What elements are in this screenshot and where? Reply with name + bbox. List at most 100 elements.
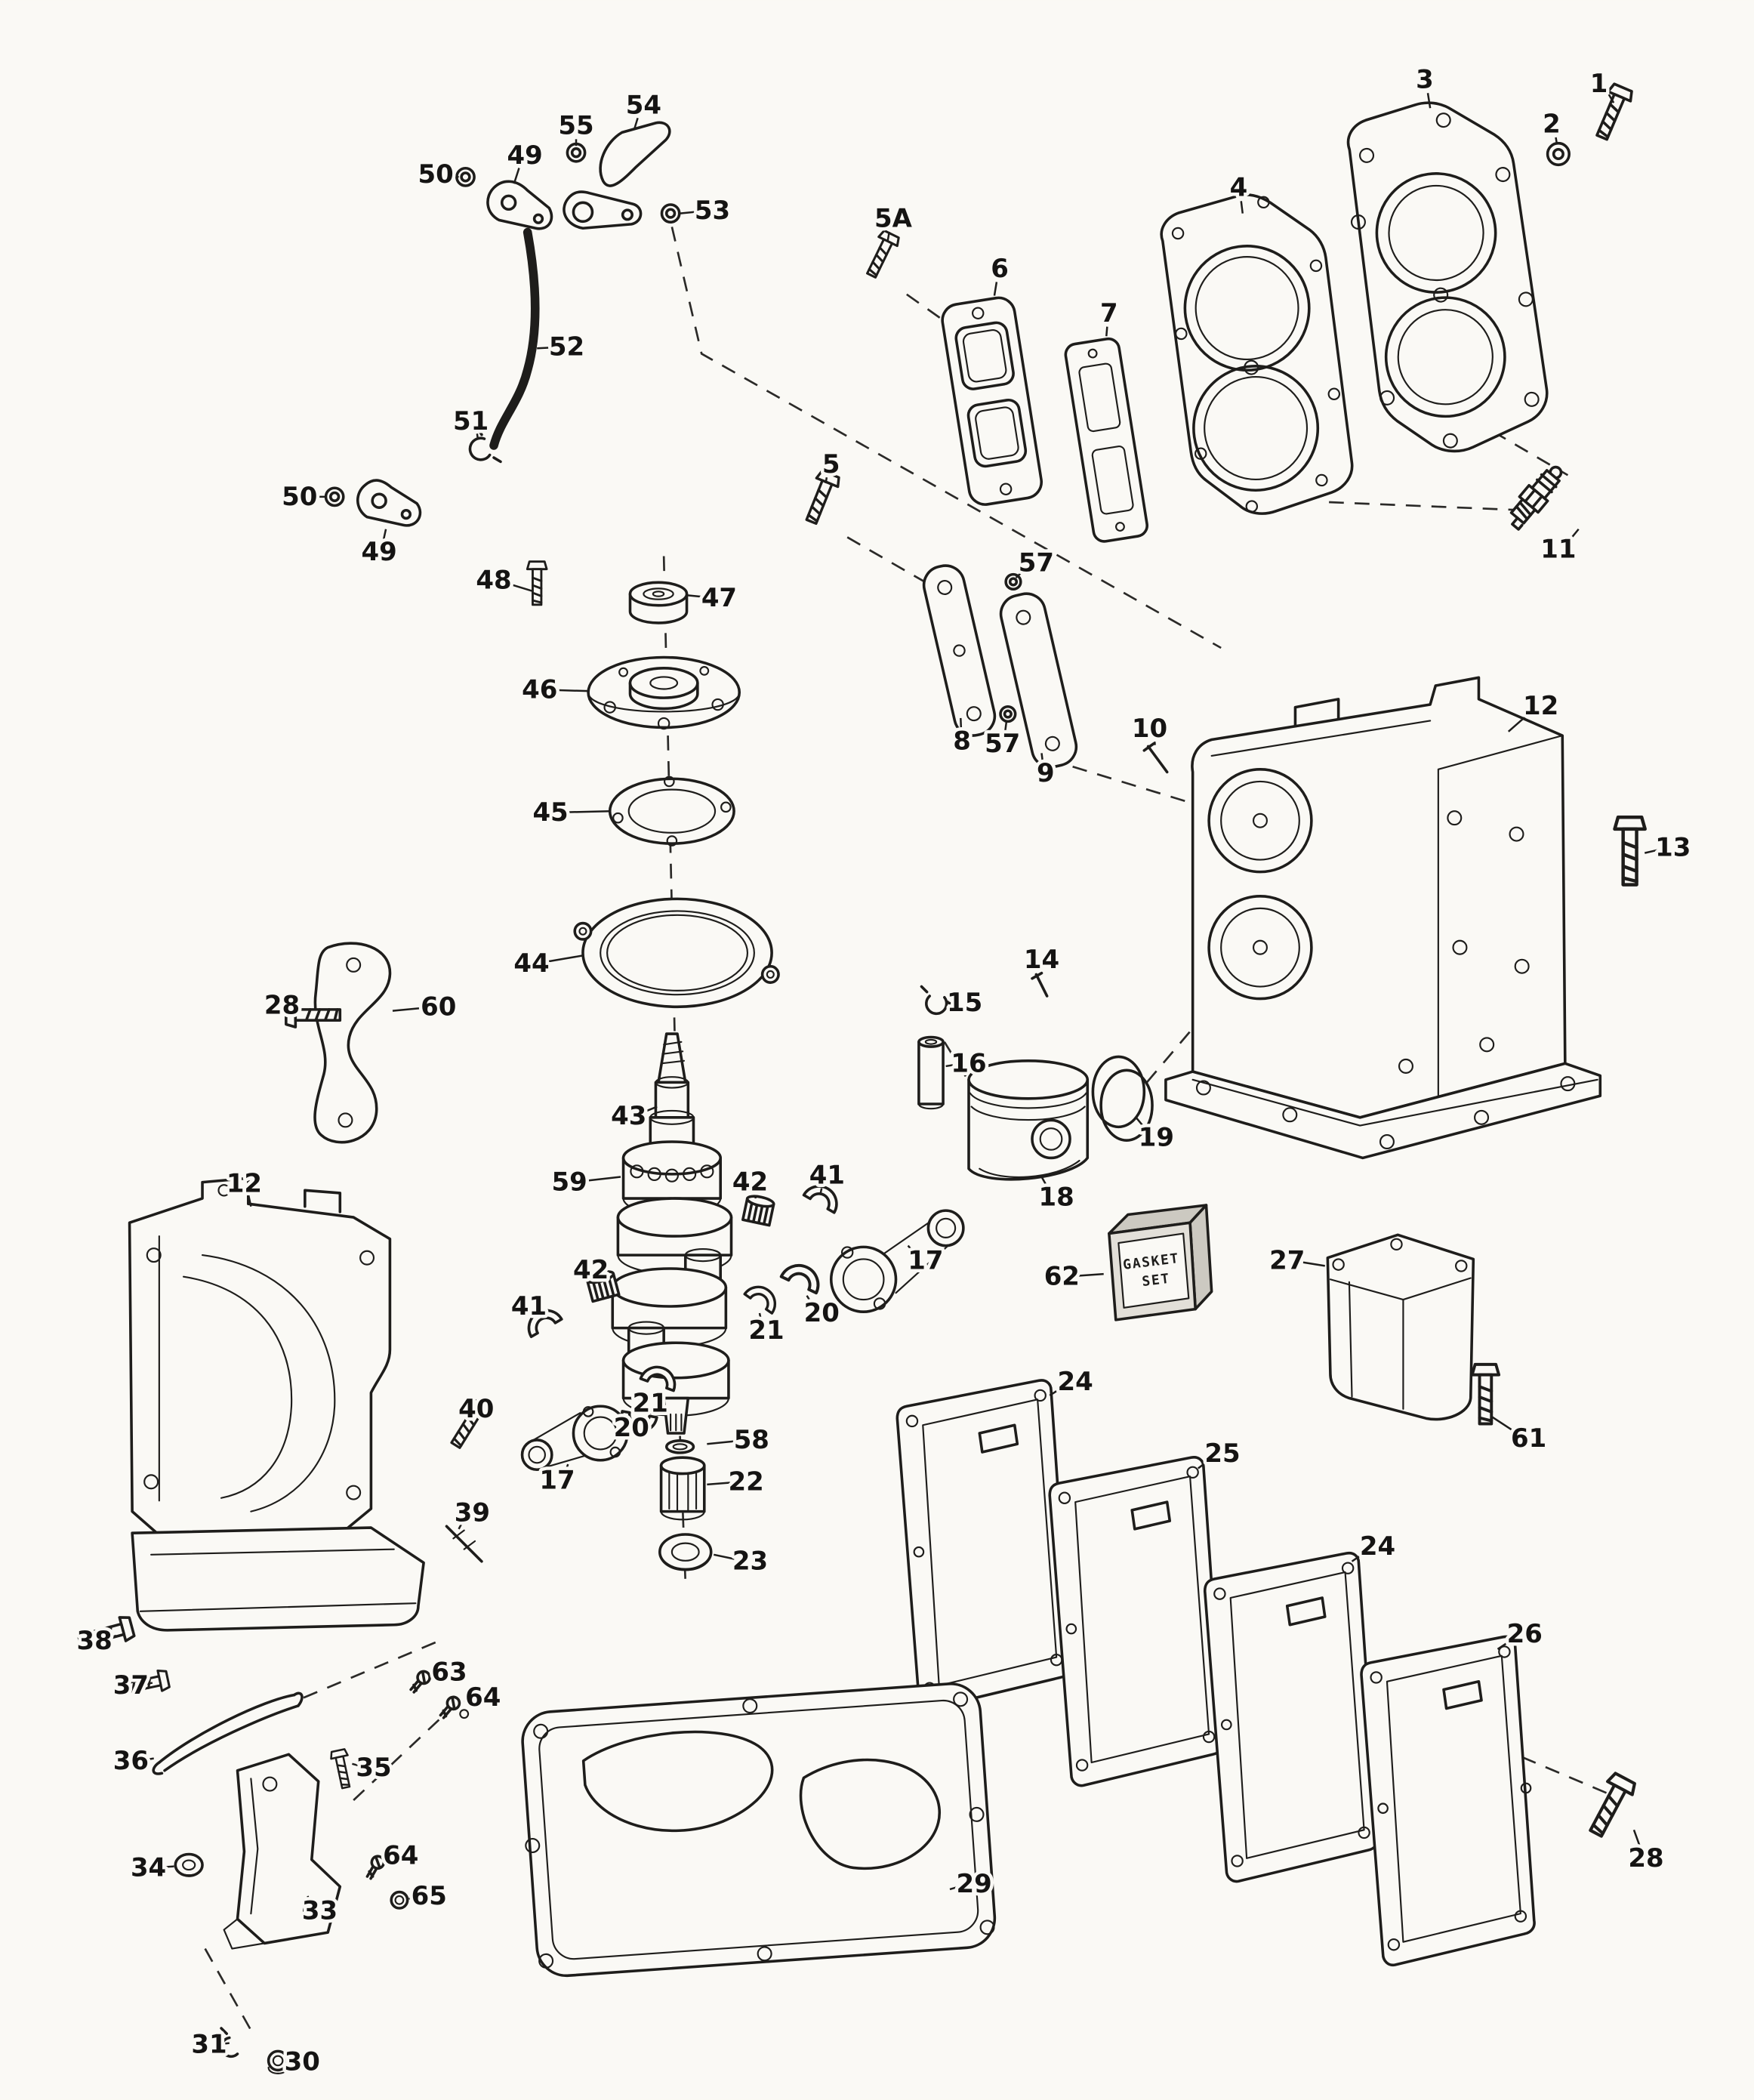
part-51-clip bbox=[468, 426, 502, 464]
part-number-label: 20 bbox=[804, 1298, 840, 1328]
callout-leader-line bbox=[960, 717, 963, 728]
part-number-label: 37 bbox=[113, 1670, 149, 1701]
callout-leader-line bbox=[547, 954, 584, 963]
callout-leader-line bbox=[707, 1440, 736, 1445]
part-number-label: 12 bbox=[1523, 691, 1558, 721]
part-number-label: 43 bbox=[611, 1101, 646, 1131]
part-number-label: 52 bbox=[549, 332, 584, 362]
part-number-label: 15 bbox=[947, 988, 982, 1018]
part-number-label: 28 bbox=[264, 991, 300, 1021]
part-number-label: 38 bbox=[76, 1626, 112, 1656]
part-number-label: 47 bbox=[701, 583, 737, 613]
part-number-label: 42 bbox=[732, 1167, 768, 1198]
part-6-reed-block bbox=[941, 296, 1043, 506]
callout-leader-line bbox=[643, 1106, 658, 1113]
part-number-label: 50 bbox=[418, 159, 454, 190]
part-number-label: 6 bbox=[991, 254, 1009, 284]
callout-leader-line bbox=[1632, 1829, 1641, 1846]
callout-leader-line bbox=[382, 529, 387, 540]
part-26-exhaust-cover bbox=[1360, 1635, 1536, 1967]
part-number-label: 24 bbox=[1360, 1531, 1395, 1562]
part-number-label: 44 bbox=[513, 948, 549, 979]
callout-leader-line bbox=[566, 809, 610, 813]
callout-leader-line bbox=[1497, 1639, 1512, 1650]
part-number-label: 13 bbox=[1655, 832, 1691, 862]
part-number-label: 21 bbox=[633, 1389, 668, 1419]
part-number-label: 5A bbox=[874, 204, 913, 234]
part-number-label: 14 bbox=[1024, 945, 1059, 975]
part-52-link-rod bbox=[489, 227, 540, 450]
part-number-label: 3 bbox=[1416, 65, 1434, 95]
part-53-nut bbox=[660, 203, 681, 224]
part-10-dowel-pin bbox=[1142, 742, 1169, 774]
callout-leader-line bbox=[686, 594, 704, 598]
part-number-label: 23 bbox=[732, 1546, 768, 1577]
part-22-roller-bearing bbox=[659, 1456, 706, 1521]
callout-leader-line bbox=[1507, 713, 1529, 732]
lower-seal-stack-group bbox=[658, 1439, 713, 1571]
callout-leader-line bbox=[1198, 1460, 1210, 1469]
part-number-label: 51 bbox=[453, 406, 489, 436]
part-57-washer-lower bbox=[999, 705, 1017, 723]
callout-leader-line bbox=[248, 1196, 252, 1207]
part-number-label: 16 bbox=[951, 1048, 986, 1078]
part-number-label: 12 bbox=[227, 1168, 262, 1198]
callout-leader-line bbox=[307, 1895, 311, 1901]
throttle-linkage-group bbox=[324, 121, 681, 527]
part-number-label: 11 bbox=[1540, 535, 1576, 565]
callout-leader-line bbox=[1351, 1553, 1364, 1562]
part-7-reed-gasket bbox=[1064, 337, 1148, 543]
callout-leader-line bbox=[556, 689, 589, 692]
part-number-label: 19 bbox=[1139, 1123, 1174, 1153]
part-8-reed-stop bbox=[922, 564, 997, 737]
part-number-label: 57 bbox=[1019, 547, 1054, 578]
part-number-label: 18 bbox=[1039, 1182, 1074, 1212]
part-3-cylinder-head bbox=[1346, 101, 1549, 453]
callout-leader-line bbox=[585, 1176, 621, 1182]
callout-leader-line bbox=[539, 1315, 544, 1321]
part-number-label: 2 bbox=[1543, 109, 1561, 140]
part-number-label: 61 bbox=[1511, 1423, 1546, 1454]
part-number-label: 55 bbox=[558, 110, 593, 140]
callout-leader-line bbox=[382, 1858, 386, 1862]
part-17-connecting-rod-left bbox=[520, 1405, 629, 1472]
part-39-stud bbox=[445, 1525, 483, 1563]
callout-leader-line bbox=[513, 168, 520, 184]
part-23-oil-seal bbox=[658, 1533, 713, 1571]
callout-leader-line bbox=[1644, 849, 1658, 854]
callout-leader-line bbox=[714, 1553, 735, 1560]
part-number-label: 21 bbox=[748, 1315, 784, 1346]
part-16-wrist-pin bbox=[917, 1035, 945, 1110]
callout-leader-line bbox=[949, 1886, 959, 1891]
part-4-head-gasket bbox=[1160, 193, 1354, 515]
part-58-ring bbox=[664, 1439, 695, 1454]
part-64-screw-a bbox=[436, 1693, 470, 1722]
part-number-label: 36 bbox=[113, 1746, 149, 1776]
part-62-gasket-set-box: GASKET SET bbox=[1108, 1204, 1213, 1321]
part-number-label: 40 bbox=[458, 1394, 494, 1424]
part-number-label: 27 bbox=[1269, 1245, 1305, 1275]
part-24-exhaust-plate-a bbox=[895, 1379, 1072, 1710]
part-number-label: 60 bbox=[421, 991, 456, 1022]
part-12-crankcase-right bbox=[1164, 676, 1602, 1160]
callout-leader-line bbox=[680, 211, 697, 214]
callout-leader-line bbox=[886, 231, 890, 241]
part-number-label: 5 bbox=[822, 449, 840, 480]
part-number-label: 24 bbox=[1058, 1367, 1093, 1397]
part-number-label: 65 bbox=[412, 1881, 447, 1911]
part-number-label: 39 bbox=[455, 1497, 490, 1528]
part-17-connecting-rod-right bbox=[829, 1209, 965, 1313]
part-30-nut bbox=[267, 2049, 289, 2074]
cylinder-head-group bbox=[1160, 81, 1636, 531]
callout-leader-line bbox=[109, 1634, 117, 1639]
part-number-label: 48 bbox=[476, 566, 511, 596]
part-2-washer bbox=[1546, 141, 1571, 167]
part-number-label: 1 bbox=[1590, 69, 1608, 99]
part-number-label: 59 bbox=[551, 1167, 587, 1198]
part-number-label: 17 bbox=[539, 1466, 575, 1496]
callout-leader-line bbox=[1040, 753, 1043, 760]
callout-leader-line bbox=[1608, 94, 1615, 103]
